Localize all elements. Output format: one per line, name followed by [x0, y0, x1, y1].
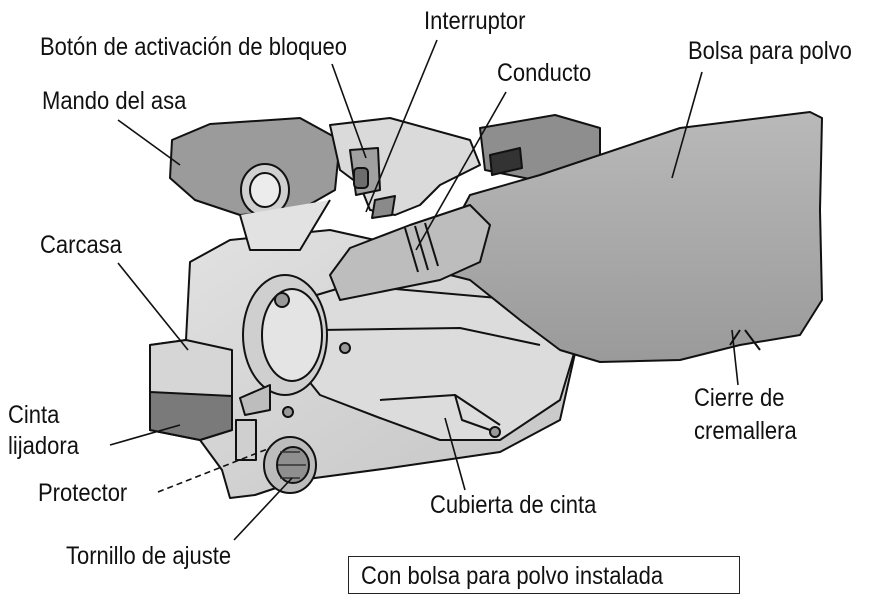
label-cinta-lijadora-line1: Cinta — [8, 401, 60, 429]
leader-tornillo-ajuste — [233, 477, 293, 541]
leader-cinta-lijadora — [109, 424, 181, 446]
leader-boton-bloqueo — [331, 63, 367, 159]
leader-cierre — [731, 329, 739, 386]
label-cubierta-cinta: Cubierta de cinta — [430, 491, 597, 519]
rear-handle — [329, 114, 601, 219]
label-carcasa: Carcasa — [40, 231, 122, 259]
caption-text: Con bolsa para polvo instalada — [361, 562, 664, 590]
leader-mando-asa — [117, 119, 181, 166]
label-boton-bloqueo: Botón de activación de bloqueo — [40, 33, 348, 61]
label-interruptor: Interruptor — [424, 7, 526, 35]
leader-interruptor — [365, 39, 438, 213]
label-cinta-lijadora-line2: lijadora — [8, 432, 79, 460]
front-handle — [169, 117, 341, 251]
label-mando-asa: Mando del asa — [42, 87, 187, 115]
leader-cubierta-cinta — [444, 417, 466, 491]
label-bolsa-polvo: Bolsa para polvo — [688, 37, 852, 65]
leader-bolsa-polvo — [671, 71, 703, 179]
caption-box: Con bolsa para polvo instalada — [348, 556, 740, 594]
leader-lines — [109, 39, 739, 541]
leader-carcasa — [117, 262, 189, 351]
label-cierre-line1: Cierre de — [694, 384, 785, 412]
label-conducto: Conducto — [497, 59, 592, 87]
label-tornillo-ajuste: Tornillo de ajuste — [66, 542, 232, 570]
sander-body — [149, 229, 579, 499]
label-cierre-line2: cremallera — [694, 417, 797, 445]
label-protector: Protector — [38, 479, 128, 507]
dust-bag — [329, 111, 823, 363]
leader-protector — [157, 447, 271, 493]
leader-conducto — [415, 91, 507, 251]
